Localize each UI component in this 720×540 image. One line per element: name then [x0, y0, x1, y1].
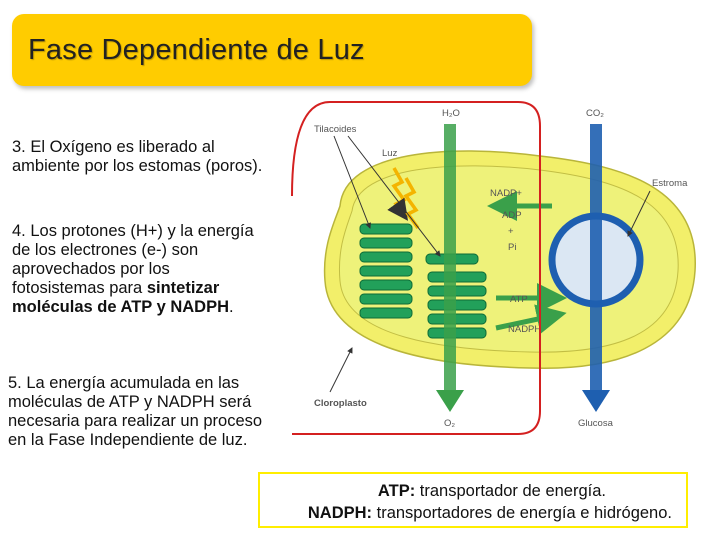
paragraph-step-4: 4. Los protones (H+) y la energía de los…	[12, 222, 292, 317]
label-adp: ADP	[502, 210, 522, 221]
p4-line-2: de los electrones (e-) son	[12, 241, 292, 260]
label-estroma: Estroma	[652, 178, 688, 189]
p4-line-4-plain: fotosistemas para	[12, 279, 147, 297]
p4-line-1: 4. Los protones (H+) y la energía	[12, 222, 292, 241]
label-tilacoides: Tilacoides	[314, 124, 357, 135]
p4-line-5-end: .	[229, 298, 234, 316]
p5-line-2: moléculas de ATP y NADPH será	[8, 393, 298, 412]
legend-atp-def: transportador de energía.	[415, 482, 606, 500]
paragraph-step-3: 3. El Oxígeno es liberado al ambiente po…	[12, 138, 302, 176]
cloroplasto-pointer	[330, 348, 352, 392]
p4-line-4: fotosistemas para sintetizar	[12, 279, 292, 298]
label-h2o: H₂O	[442, 108, 460, 119]
label-o2: O₂	[444, 418, 455, 429]
label-luz: Luz	[382, 148, 398, 159]
slide-title: Fase Dependiente de Luz	[28, 34, 365, 67]
legend-nadph-term: NADPH:	[308, 504, 372, 522]
p4-line-5-bold: moléculas de ATP y NADPH	[12, 298, 229, 316]
thylakoid-stack-left	[360, 224, 412, 318]
thylakoid-stack-right	[428, 272, 486, 338]
p4-line-5: moléculas de ATP y NADPH.	[12, 298, 292, 317]
label-co2: CO₂	[586, 108, 604, 119]
p5-line-3: necesaria para realizar un proceso	[8, 412, 298, 431]
paragraph-step-5: 5. La energía acumulada en las moléculas…	[8, 374, 298, 450]
label-cloroplasto: Cloroplasto	[314, 398, 367, 409]
water-arrow-head	[436, 390, 464, 412]
co2-arrow-shaft	[590, 124, 602, 394]
label-plus: +	[508, 226, 514, 237]
p5-line-4: en la Fase Independiente de luz.	[8, 431, 298, 450]
label-glucosa: Glucosa	[578, 418, 614, 429]
p4-line-3: aprovechados por los	[12, 260, 292, 279]
legend-atp-term: ATP:	[378, 482, 415, 500]
water-arrow-shaft	[444, 124, 456, 394]
label-atp: ATP	[510, 294, 528, 305]
co2-arrow-head	[582, 390, 610, 412]
p4-line-4-bold: sintetizar	[147, 279, 219, 297]
label-pi: Pi	[508, 242, 516, 253]
label-nadph: NADPH	[508, 324, 541, 335]
p3-line-1: 3. El Oxígeno es liberado al	[12, 138, 302, 157]
legend-nadph-def: transportadores de energía e hidrógeno.	[372, 504, 672, 522]
p5-line-1: 5. La energía acumulada en las	[8, 374, 298, 393]
chloroplast-diagram: H₂O CO₂ Tilacoides Luz Estroma NADP+ ADP…	[290, 96, 720, 436]
legend-box: ATP: transportador de energía. NADPH: tr…	[258, 472, 688, 528]
legend-nadph: NADPH: transportadores de energía e hidr…	[308, 504, 672, 523]
label-nadp: NADP+	[490, 188, 522, 199]
legend-atp: ATP: transportador de energía.	[378, 482, 606, 501]
p3-line-2: ambiente por los estomas (poros).	[12, 157, 302, 176]
